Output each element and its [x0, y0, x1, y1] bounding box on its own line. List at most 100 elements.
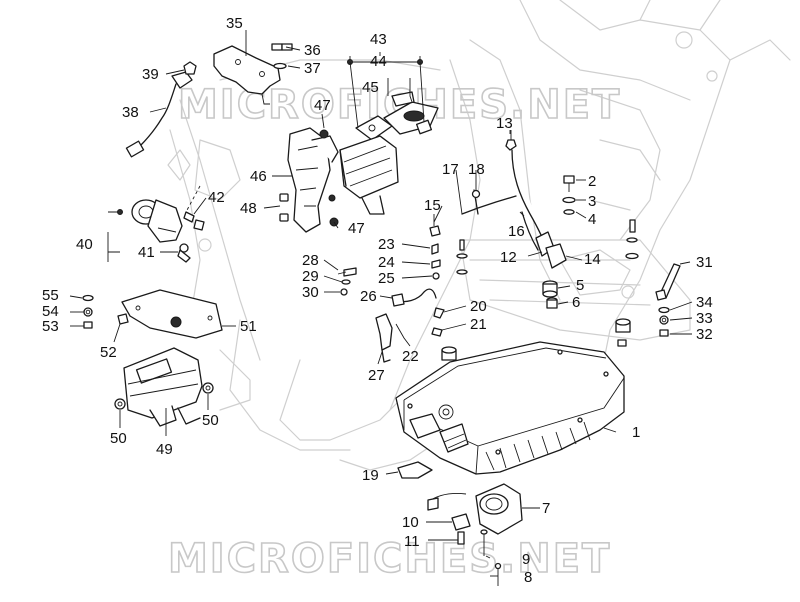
part-cable-16 [511, 149, 567, 269]
callout-23: 23 [378, 236, 395, 253]
callout-54: 54 [42, 303, 59, 320]
callout-44: 44 [370, 53, 387, 70]
part-spacers-center [441, 239, 468, 361]
part-nut-50b [202, 382, 214, 394]
callout-2: 2 [588, 173, 596, 190]
callout-24: 24 [378, 254, 395, 271]
part-fuse-box-46 [339, 135, 399, 215]
callout-18: 18 [468, 161, 485, 178]
part-washer-37 [273, 62, 287, 70]
callout-36: 36 [304, 42, 321, 59]
part-clip-19 [397, 461, 433, 479]
callout-46: 46 [250, 168, 267, 185]
callout-labels: 1 2 3 4 5 6 7 8 9 10 11 12 13 14 15 16 1… [42, 15, 713, 586]
part-bracket-35 [213, 45, 281, 105]
part-controller-1 [395, 341, 625, 475]
part-screws-48 [279, 193, 289, 222]
part-clip-39 [183, 61, 197, 75]
callout-30: 30 [302, 284, 319, 301]
callout-19: 19 [362, 467, 379, 484]
part-screw-8 [494, 562, 502, 586]
callout-4: 4 [588, 211, 596, 228]
callout-11: 11 [404, 533, 420, 550]
part-rubber-mount-5 [542, 280, 558, 298]
callout-38: 38 [122, 104, 139, 121]
callout-17: 17 [442, 161, 459, 178]
callout-15: 15 [424, 197, 441, 214]
callout-37: 37 [304, 60, 321, 77]
part-spacers-right [615, 219, 639, 347]
callout-50-left: 50 [110, 430, 127, 447]
part-rubber-mount-6 [546, 297, 558, 309]
callout-32: 32 [696, 326, 713, 343]
callout-47-bottom: 47 [348, 220, 365, 237]
callout-22: 22 [402, 348, 419, 365]
part-key-45 [391, 91, 432, 135]
part-bolt-31 [655, 263, 681, 301]
callout-51: 51 [240, 318, 257, 335]
callout-47-top: 47 [314, 97, 331, 114]
part-bolt-2 [563, 175, 575, 192]
callout-43: 43 [370, 31, 387, 48]
part-screw-36 [271, 43, 293, 51]
part-bracket-51 [121, 289, 223, 339]
leader-lines [69, 30, 693, 577]
callout-7: 7 [542, 500, 550, 517]
part-cable-22 [391, 288, 437, 307]
callout-40: 40 [76, 236, 93, 253]
part-ignition-switch-40 [131, 199, 191, 263]
callout-39: 39 [142, 66, 159, 83]
callout-27: 27 [368, 367, 385, 384]
callout-20: 20 [470, 298, 487, 315]
part-screw-11 [457, 531, 465, 545]
callout-14: 14 [584, 251, 601, 268]
callout-31: 31 [696, 254, 713, 271]
callout-28: 28 [302, 252, 319, 269]
callout-16: 16 [508, 223, 525, 240]
part-nut-50a [114, 398, 126, 410]
callout-25: 25 [378, 270, 395, 287]
part-washers-32-34 [658, 306, 670, 337]
part-screw-15 [429, 214, 441, 237]
callout-10: 10 [402, 514, 419, 531]
callout-6: 6 [572, 294, 580, 311]
part-sensor-ring-7 [427, 483, 523, 535]
part-sensor-cable-38 [125, 71, 193, 158]
callout-42: 42 [208, 189, 225, 206]
callout-12: 12 [500, 249, 517, 266]
callout-26: 26 [360, 288, 377, 305]
part-connector-10 [427, 497, 471, 531]
part-cable-17-18 [461, 189, 517, 215]
part-hardware-20-26 [431, 243, 445, 337]
callout-3: 3 [588, 193, 596, 210]
part-bracket-27 [375, 313, 393, 363]
part-screws-42 [183, 185, 205, 231]
callout-53: 53 [42, 318, 59, 335]
callout-55: 55 [42, 287, 59, 304]
part-bracket-46 [287, 127, 339, 233]
callout-13: 13 [496, 115, 513, 132]
callout-5: 5 [576, 277, 584, 294]
callout-34: 34 [696, 294, 713, 311]
callout-49: 49 [156, 441, 173, 458]
callout-45: 45 [362, 79, 379, 96]
part-screw-52 [117, 313, 129, 325]
watermark-bottom: MICROFICHES.NET [168, 536, 611, 582]
callout-35: 35 [226, 15, 243, 32]
callout-9: 9 [522, 551, 530, 568]
callout-8: 8 [524, 569, 532, 586]
part-screw-13 [505, 130, 517, 151]
part-washers-53-55 [82, 294, 94, 329]
part-screw-9 [480, 529, 488, 556]
callout-52: 52 [100, 344, 117, 361]
callout-41: 41 [138, 244, 155, 261]
callout-21: 21 [470, 316, 487, 333]
callout-1: 1 [632, 424, 640, 441]
callout-50-right: 50 [202, 412, 219, 429]
callout-48: 48 [240, 200, 257, 217]
part-washer-3-4 [562, 196, 576, 215]
callout-33: 33 [696, 310, 713, 327]
frame-outline [167, 0, 791, 471]
